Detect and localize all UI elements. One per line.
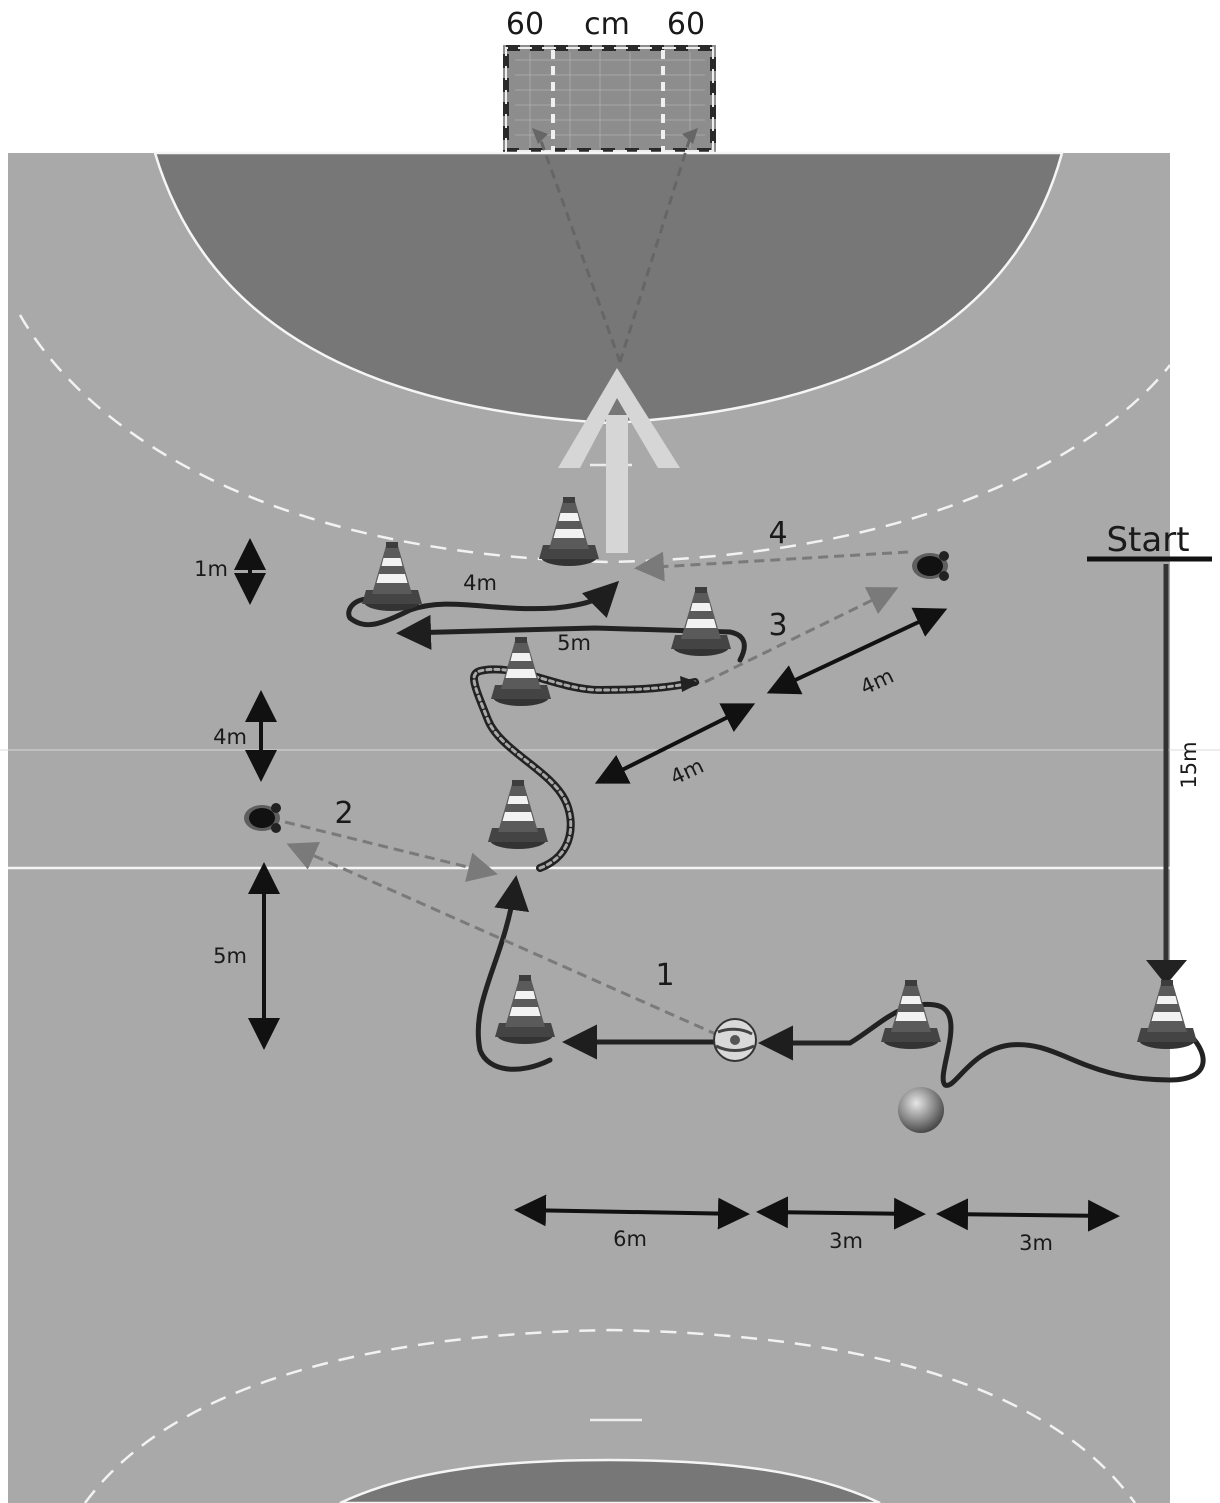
run-5m-label: 5m (557, 631, 591, 655)
pass-2-number: 2 (334, 796, 353, 831)
dim-4m-label: 4m (213, 725, 247, 749)
diagonal-dimensions (594, 607, 948, 784)
shot-target-lines (538, 137, 692, 363)
pass-1-number: 1 (655, 958, 674, 993)
dim-3m-a-label: 3m (829, 1229, 863, 1253)
left-dimensions (234, 538, 280, 1050)
dim-diag-4m-upper-arrow (766, 607, 948, 695)
path-4m-run (346, 580, 620, 628)
start-marker: Start 15m (1087, 520, 1212, 985)
start-run-arrowhead (1146, 960, 1187, 985)
goal-net (503, 45, 716, 153)
shot-arrow (558, 368, 680, 553)
goal-label-center: cm (584, 7, 630, 42)
bottom-dimensions (514, 1194, 1120, 1232)
dribble-path (470, 665, 700, 872)
court (0, 151, 1220, 1503)
handball-icon (713, 1018, 757, 1062)
path-5m-run (396, 614, 747, 663)
path-up-to-center (475, 875, 553, 1072)
goal-frame (503, 45, 716, 154)
dim-3m-b-arrow (936, 1198, 1120, 1232)
run-4m-label: 4m (463, 571, 497, 595)
opposite-goal-area (339, 1458, 881, 1503)
dim-3m-a-arrow (756, 1196, 926, 1230)
dim-diag-4m-lower-arrow (594, 703, 756, 784)
dim-3m-b-label: 3m (1019, 1231, 1053, 1255)
dim-15m-label: 15m (1177, 741, 1201, 788)
opposite-free-throw-line (83, 1328, 1137, 1503)
goal-net-mesh (515, 52, 705, 148)
dim-6m-arrow (514, 1194, 750, 1230)
dim-6m-label: 6m (613, 1227, 647, 1251)
ball-icon (898, 1087, 944, 1133)
pass-4-number: 4 (768, 516, 787, 551)
shot-target-arrowheads (532, 128, 698, 144)
pass-1-line (286, 842, 719, 1037)
pass-4-line (634, 550, 909, 582)
goal-label-right: 60 (667, 7, 705, 42)
dim-5m-label: 5m (213, 944, 247, 968)
pass-3-number: 3 (768, 608, 787, 643)
pass-2-line (284, 820, 498, 882)
free-throw-line (18, 314, 1171, 564)
start-label: Start (1106, 520, 1189, 560)
dim-1m-label: 1m (194, 557, 228, 581)
goal-label-left: 60 (506, 7, 544, 42)
